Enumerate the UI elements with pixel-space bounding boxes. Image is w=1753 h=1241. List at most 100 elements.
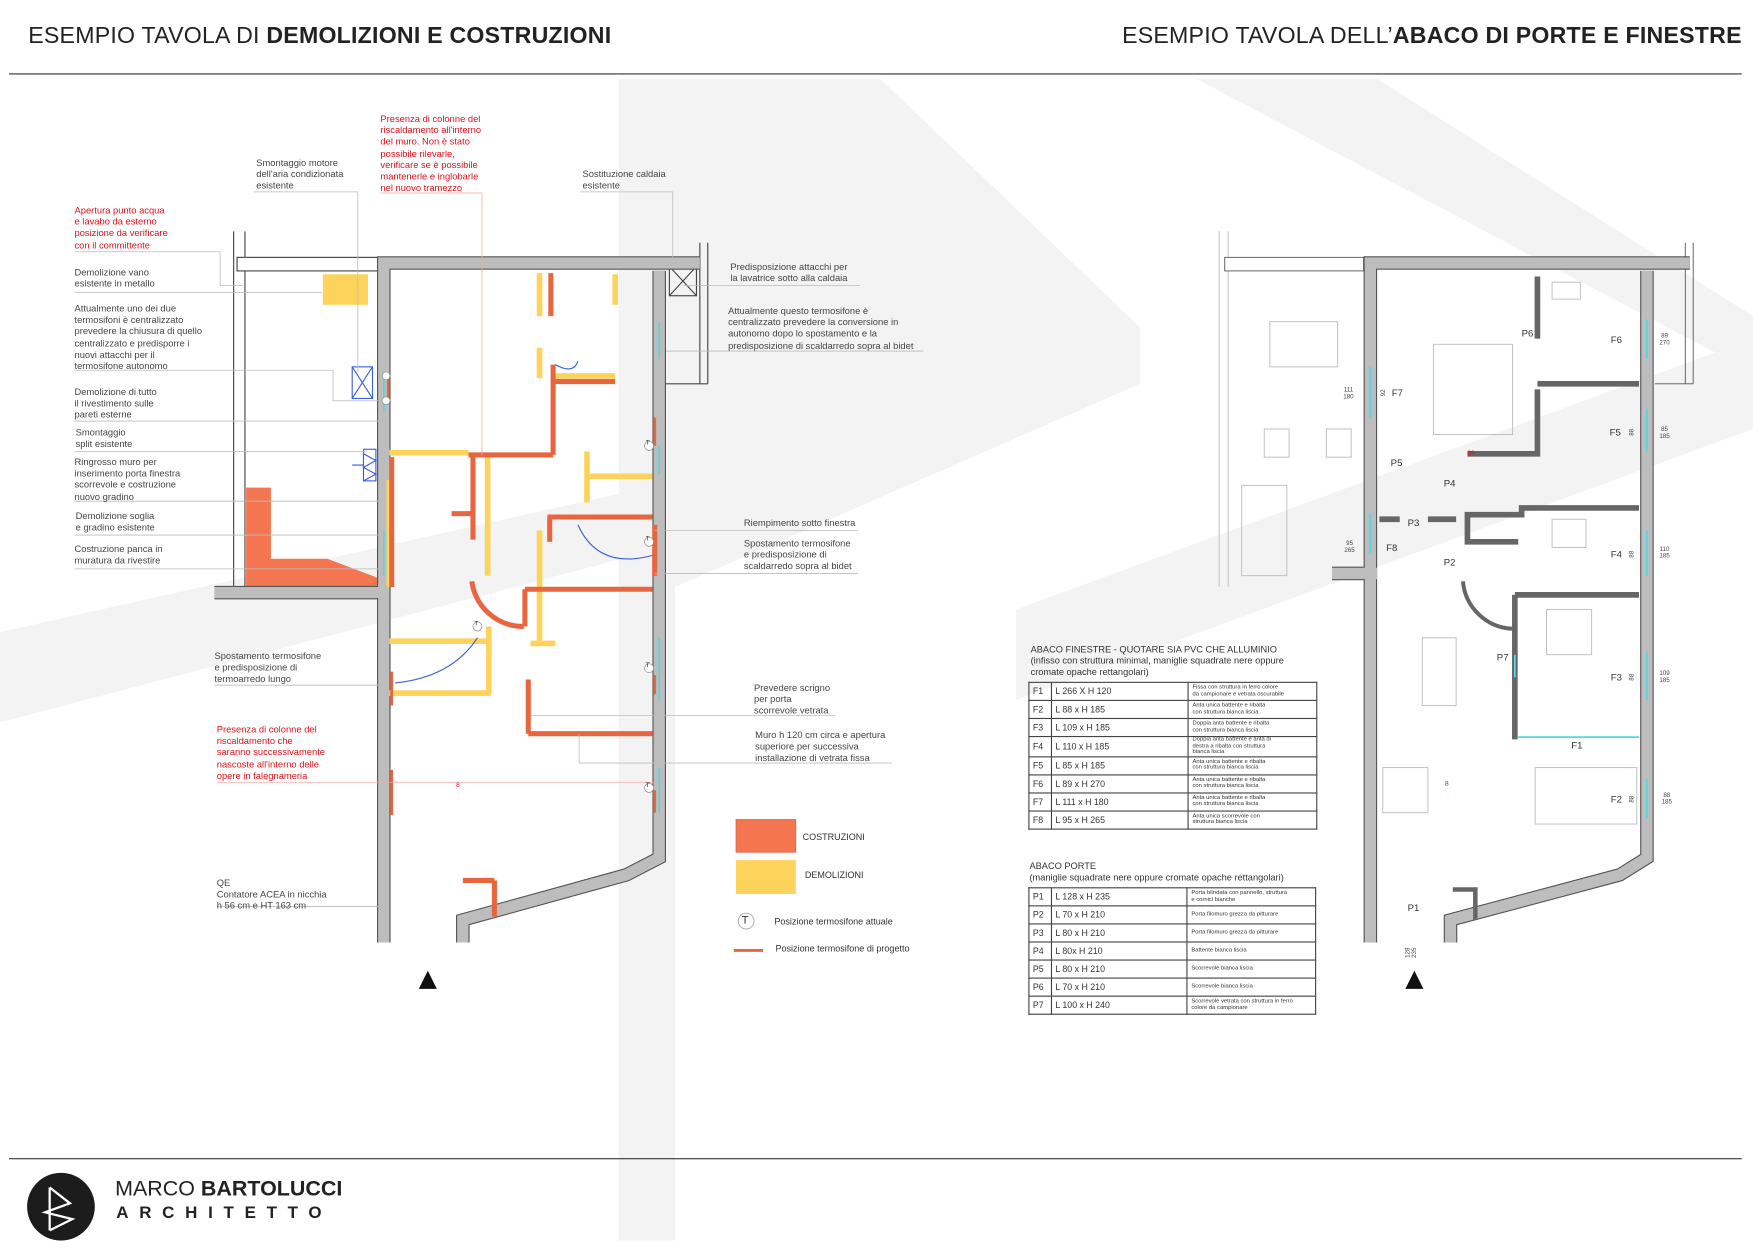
legend-termosifone-progetto: Posizione termosifone di progetto: [775, 943, 910, 954]
construction-walls: [389, 273, 658, 917]
left-title-prefix: ESEMPIO TAVOLA DI: [28, 22, 267, 49]
label-p5: P5: [1390, 457, 1403, 469]
cell-code: P3: [1028, 923, 1053, 943]
header-divider: [9, 73, 1742, 75]
cell-description: Anta unica battente e ribalta con strutt…: [1187, 756, 1318, 776]
cell-code: F7: [1028, 792, 1053, 812]
cell-description: Scorrevole vetrata con struttura in ferr…: [1186, 995, 1317, 1015]
cell-description: Scorrevole bianca liscia: [1186, 959, 1317, 979]
cell-size: L 128 x H 235: [1050, 887, 1188, 907]
note-termosifone-conversione: Attualmente questo termosifone è central…: [728, 304, 914, 351]
cell-description: Doppia anta battente e ribalta con strut…: [1187, 717, 1318, 738]
label-p1: P1: [1407, 901, 1420, 914]
cell-size: L 80 x H 210: [1050, 923, 1188, 943]
cell-size: L 80x H 210: [1050, 941, 1188, 961]
legend-termosifone-attuale: Posizione termosifone attuale: [774, 916, 893, 927]
label-p3: P3: [1407, 516, 1420, 529]
leader-lines: [74, 191, 924, 907]
note-riempimento-finestra: Riempimento sotto finestra: [743, 516, 856, 529]
note-ringrosso-muro: Ringrosso muro per inserimento porta fin…: [74, 456, 181, 502]
brand-last-name: BARTOLUCCI: [200, 1177, 343, 1202]
svg-text:8: 8: [1445, 781, 1449, 788]
cell-description: Porta blindata con pannello, struttura e…: [1186, 887, 1317, 907]
cell-description: Porta filomuro grezza da pitturare: [1186, 905, 1317, 925]
legend-radiator-current-symbol: [737, 912, 755, 930]
sill-f2: 88: [1628, 795, 1636, 803]
radiator-markers: [381, 371, 654, 793]
cell-code: F1: [1028, 681, 1053, 701]
legend-costruzioni: COSTRUZIONI: [802, 831, 865, 843]
cell-description: Anta unica battente e ribalta con strutt…: [1187, 774, 1318, 794]
radiator-t-label: T: [645, 782, 650, 790]
demolition-vano: [322, 274, 368, 305]
dim-f7: 111 180: [1343, 387, 1354, 401]
legend-swatch-demolizioni: [735, 860, 796, 895]
cell-code: F5: [1028, 756, 1053, 776]
cell-size: L 95 x H 265: [1050, 810, 1190, 830]
brand-first-name: MARCO: [115, 1177, 201, 1202]
label-f7: F7: [1391, 387, 1404, 399]
note-apertura-acqua: Apertura punto acqua e lavabo da esterno…: [74, 204, 168, 251]
architect-logo: [27, 1172, 95, 1241]
note-costruzione-panca: Costruzione panca in muratura da rivesti…: [74, 542, 163, 566]
legend-t-symbol: T: [741, 914, 749, 927]
demolition-walls: [386, 273, 653, 696]
cell-description: Doppia anta battente e anta di destra a …: [1187, 735, 1318, 758]
cell-code: P2: [1028, 905, 1053, 925]
note-spostamento-termoarredo: Spostamento termosifone e predisposizion…: [214, 650, 322, 685]
cell-description: Scorrevole bianca liscia: [1186, 977, 1317, 997]
note-smontaggio-split: Smontaggio split esistente: [75, 426, 133, 450]
note-muro-h120: Muro h 120 cm circa e apertura superiore…: [755, 729, 886, 764]
abaco-finestre-title: ABACO FINESTRE - QUOTARE SIA PVC CHE ALL…: [1030, 644, 1284, 678]
dim-p1: 128 235: [1404, 947, 1419, 958]
radiator-t-label: T: [645, 536, 650, 543]
cell-description: Anta unica battente e ribalta con strutt…: [1187, 792, 1318, 812]
dim-f8: 95 265: [1344, 540, 1355, 555]
cell-size: L 80 x H 210: [1050, 959, 1188, 979]
right-title: ESEMPIO TAVOLA DELL’ABACO DI PORTE E FIN…: [1122, 23, 1742, 50]
cell-size: L 110 x H 185: [1050, 735, 1190, 758]
split-units: [351, 361, 653, 684]
cell-description: Fissa con struttura in ferro colore da c…: [1187, 681, 1318, 701]
note-demolizione-vano: Demolizione vano esistente in metallo: [74, 266, 155, 290]
cell-size: L 111 x H 180: [1050, 792, 1190, 812]
note-termosifoni-centralizzato: Attualmente uno dei due termosifoni è ce…: [74, 302, 203, 372]
dim-f5: 85 185: [1659, 426, 1670, 441]
label-f1: F1: [1571, 739, 1583, 751]
abaco-porte-title: ABACO PORTE (maniglie squadrate nere opp…: [1029, 861, 1284, 883]
brand-name: MARCO BARTOLUCCI: [115, 1177, 342, 1202]
cell-size: L 89 x H 270: [1050, 774, 1190, 794]
right-title-bold: ABACO DI PORTE E FINESTRE: [1392, 22, 1742, 49]
panca-construction: [246, 487, 379, 587]
legend-swatch-costruzioni: [735, 819, 797, 853]
note-qe: QE Contatore ACEA in nicchia h 56 cm e H…: [216, 877, 327, 912]
cell-size: L 70 x H 210: [1050, 905, 1188, 925]
cell-description: Porta filomuro grezza da pitturare: [1186, 923, 1317, 943]
note-smontaggio-motore: Smontaggio motore dell'aria condizionata…: [256, 156, 344, 192]
cell-code: P4: [1028, 941, 1053, 961]
radiator-t-label: T: [645, 440, 650, 448]
brand-profession: ARCHITETTO: [116, 1203, 333, 1223]
note-scrigno: Prevedere scrigno per porta scorrevole v…: [754, 681, 831, 717]
cell-code: F3: [1028, 717, 1053, 738]
cell-code: P6: [1028, 977, 1053, 997]
left-plan: 8: [74, 191, 924, 989]
radiator-t-label: T: [474, 620, 479, 628]
label-p4: P4: [1443, 477, 1456, 489]
dim-f2: 88 185: [1661, 792, 1672, 806]
note-colonne-muro: Presenza di colonne del riscaldamento al…: [380, 112, 482, 194]
dim-f4: 110 185: [1659, 546, 1670, 560]
